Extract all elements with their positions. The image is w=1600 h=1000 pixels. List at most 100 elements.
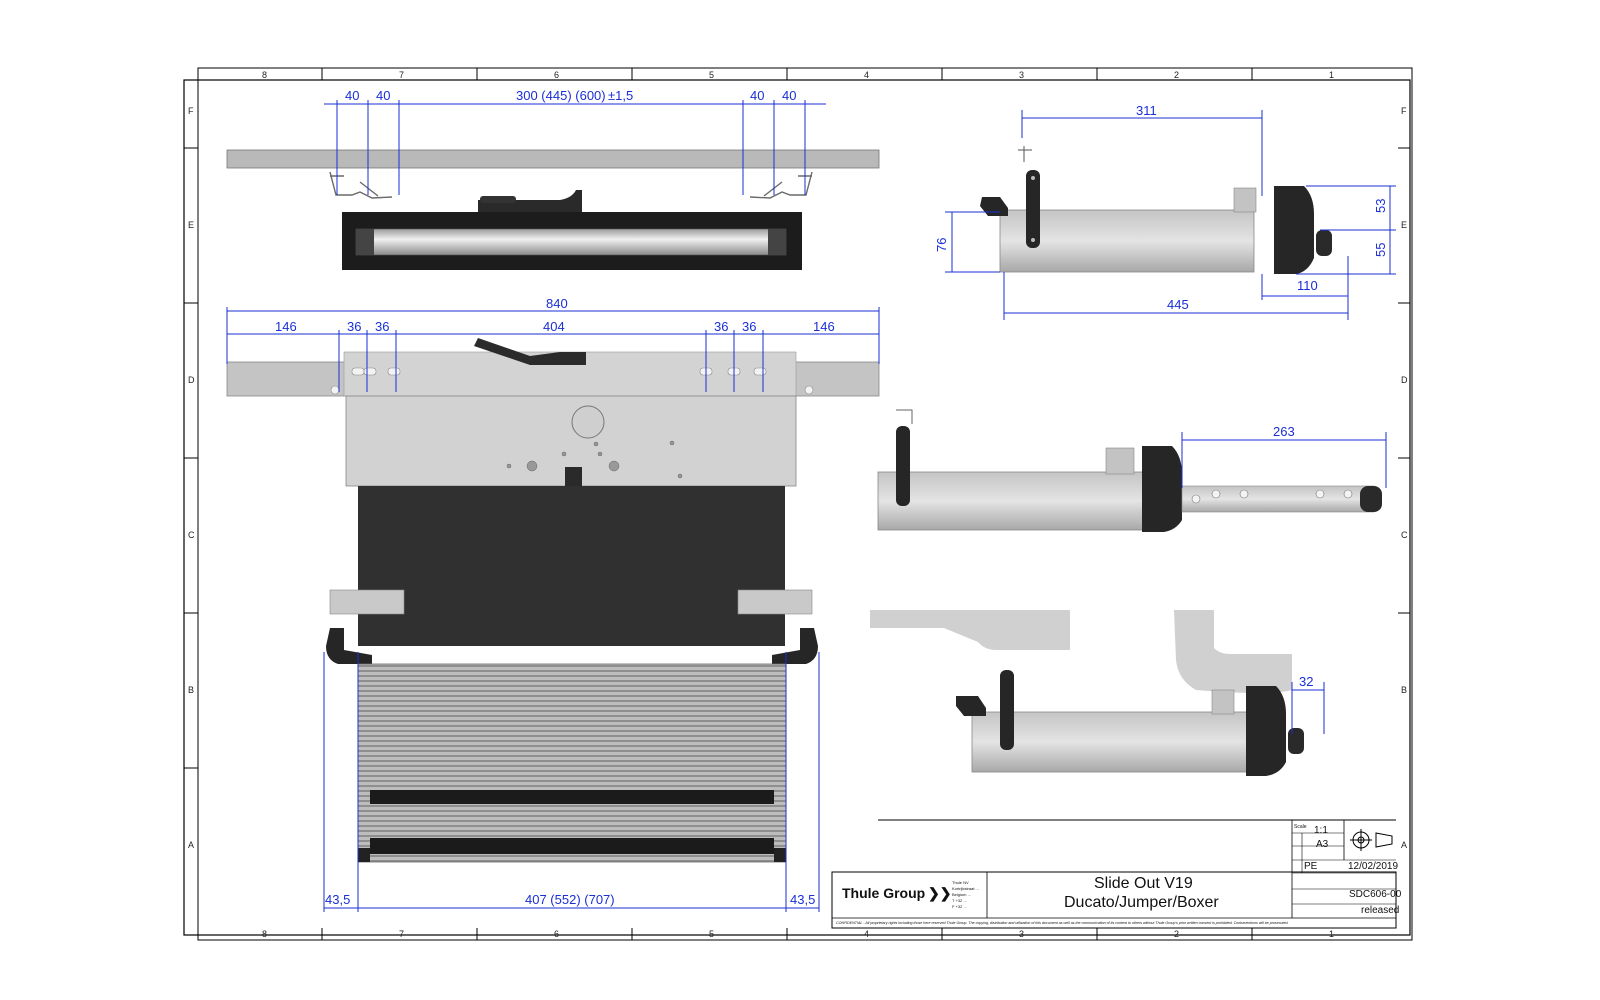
plan-view-dimensions: 840 146 36 36 404 36 36 146 43,5 407 (55… <box>226 296 880 912</box>
grid-column-labels-bottom: 8 7 6 5 4 3 2 1 <box>262 929 1334 939</box>
grid-row-label: D <box>1401 375 1408 385</box>
mounting-bracket-right <box>749 171 813 199</box>
side-body <box>999 209 1255 273</box>
vehicle-floor-right <box>1174 610 1292 693</box>
company-name: Thule Group <box>842 885 925 901</box>
dim-40-c: 40 <box>750 88 764 103</box>
dim-311: 311 <box>1136 103 1157 118</box>
ext-clip <box>1105 447 1135 475</box>
dim-110: 110 <box>1297 278 1318 293</box>
installed-view <box>870 610 1304 776</box>
grid-col-label: 3 <box>1019 929 1024 939</box>
ext-tip <box>1360 486 1382 512</box>
grid-col-label: 6 <box>554 70 559 80</box>
grid-row-label: B <box>188 685 194 695</box>
end-cap-left <box>326 628 372 664</box>
title-block: Scale 1:1 A3 PE 12/02/2019 SDC606-00 rel… <box>831 819 1402 929</box>
grid-row-label: C <box>188 530 195 540</box>
dim-840: 840 <box>546 296 568 311</box>
dim-407: 407 (552) (707) <box>525 892 615 907</box>
grid-col-label: 8 <box>262 70 267 80</box>
motor-handle-plan <box>474 338 586 365</box>
company-line: Kortrijkstraat ... <box>952 886 979 891</box>
projection-symbol-icon <box>1350 829 1393 851</box>
company-line: Belgium ... <box>952 892 971 897</box>
side-view-dimensions: 311 76 53 55 110 445 <box>934 103 1396 320</box>
side-marker <box>1018 146 1032 162</box>
top-view <box>226 149 880 270</box>
grid-column-ticks <box>184 68 1410 940</box>
company-line: T +32 ... <box>952 898 967 903</box>
vehicle-floor-left <box>870 610 1070 650</box>
grid-row-label: A <box>1401 840 1407 850</box>
grid-col-label: 4 <box>864 929 869 939</box>
dim-300: 300 (445) (600) <box>516 88 606 103</box>
plan-view <box>226 338 880 863</box>
dim-40-d: 40 <box>782 88 796 103</box>
step-corner <box>358 848 370 862</box>
side-guide-right <box>737 589 813 615</box>
grid-row-label: D <box>188 375 195 385</box>
end-cap-right <box>772 628 818 664</box>
company-address: Thule NV Kortrijkstraat ... Belgium ... … <box>952 880 979 909</box>
inst-handle <box>956 696 986 716</box>
confidentiality-notice: CONFIDENTIAL - All proprietary rights in… <box>836 921 1289 925</box>
grid-row-label: C <box>1401 530 1408 540</box>
extended-view-dimensions: 263 <box>1181 424 1387 488</box>
side-view <box>980 146 1332 274</box>
inst-clip <box>1211 689 1235 715</box>
strap-bolt <box>1031 176 1035 180</box>
grid-col-label: 2 <box>1174 70 1179 80</box>
grid-col-label: 1 <box>1329 70 1334 80</box>
side-endcap <box>1274 186 1314 274</box>
grid-row-label: B <box>1401 685 1407 695</box>
step-stripe-1 <box>370 790 774 804</box>
grid-row-label: F <box>1401 106 1407 116</box>
dim-43-5-b: 43,5 <box>790 892 815 907</box>
scale-caption: Scale <box>1294 824 1307 830</box>
side-clip <box>1233 187 1257 213</box>
grid-col-label: 5 <box>709 70 714 80</box>
grid-col-label: 3 <box>1019 70 1024 80</box>
dim-36-d: 36 <box>742 319 756 334</box>
grid-col-label: 7 <box>399 929 404 939</box>
grid-row-label: E <box>1401 220 1407 230</box>
logo-chevrons-icon: ❯❯ <box>928 885 951 902</box>
ext-marker <box>896 409 913 424</box>
grid-row-label: E <box>188 220 194 230</box>
grid-col-label: 7 <box>399 70 404 80</box>
roller-end-cap <box>768 229 786 255</box>
grid-col-label: 5 <box>709 929 714 939</box>
drawing-subtitle: Ducato/Jumper/Boxer <box>1064 894 1219 911</box>
drawing-title: Slide Out V19 <box>1094 875 1193 892</box>
step-top-cover <box>358 486 785 646</box>
drive-block <box>565 467 582 487</box>
installed-view-dimensions: 32 <box>1291 674 1325 734</box>
grid-col-label: 4 <box>864 70 869 80</box>
company-line: Thule NV <box>952 880 969 885</box>
grid-column-labels-top: 8 7 6 5 4 3 2 1 <box>262 70 1334 80</box>
body-bolts <box>506 440 683 479</box>
dim-32: 32 <box>1299 674 1313 689</box>
grid-col-label: 1 <box>1329 929 1334 939</box>
dim-445: 445 <box>1167 297 1189 312</box>
grid-col-label: 6 <box>554 929 559 939</box>
motor-handle <box>478 190 582 212</box>
grid-row-label: A <box>188 840 194 850</box>
ext-body <box>877 471 1145 531</box>
step-stripe-2 <box>370 838 774 854</box>
floor-rail <box>226 149 880 169</box>
step-plate <box>357 663 787 863</box>
drawing-number: SDC606-00 <box>1349 889 1402 900</box>
ext-strap <box>896 426 910 506</box>
motor-cover <box>571 405 605 439</box>
side-strap <box>1026 170 1040 248</box>
inst-endcap <box>1246 686 1286 776</box>
inst-strap <box>1000 670 1014 750</box>
grid-row-labels: F E D C B A F E D C B A <box>188 106 1408 850</box>
extended-view <box>877 409 1382 532</box>
dim-40-b: 40 <box>376 88 390 103</box>
dim-36-a: 36 <box>347 319 361 334</box>
dim-146-b: 146 <box>813 319 835 334</box>
